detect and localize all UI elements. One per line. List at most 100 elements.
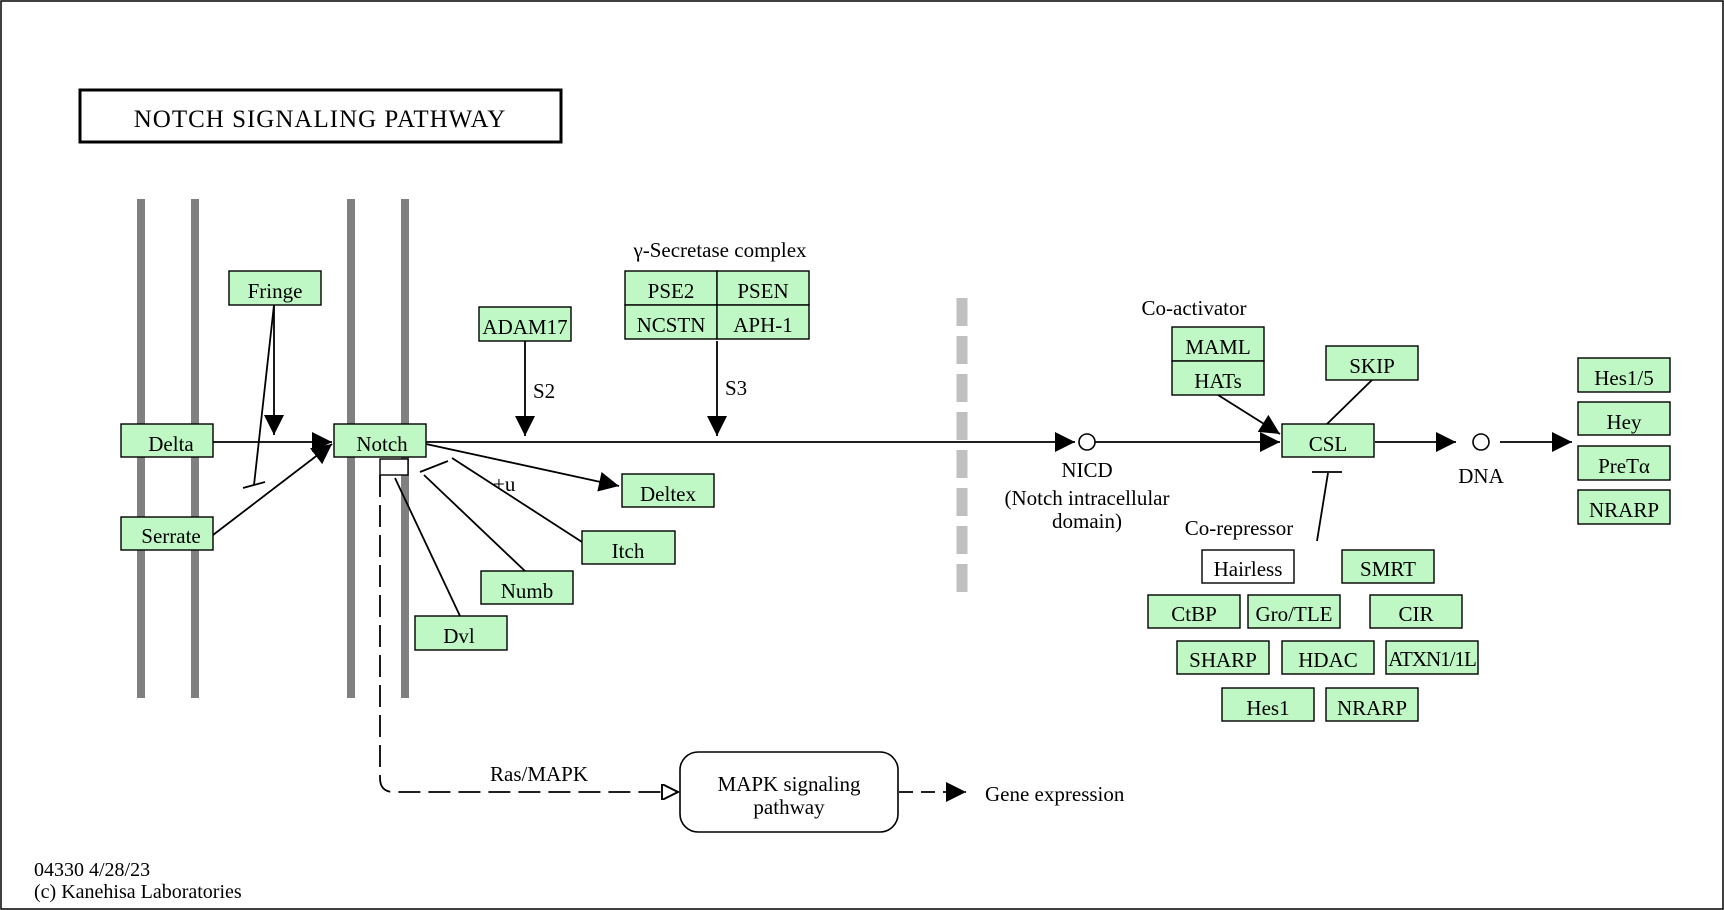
corepressor-label: Co-repressor (1185, 516, 1293, 540)
gene-label: Hes1/5 (1594, 366, 1654, 390)
gene-hes1[interactable]: Hes1 (1221, 687, 1315, 722)
edge-serrate-notch (212, 443, 333, 536)
title-box: NOTCH SIGNALING PATHWAY (78, 88, 563, 144)
gene-label: SHARP (1189, 648, 1257, 672)
gene-label: Hey (1607, 410, 1642, 434)
gene-nrarp-target[interactable]: NRARP (1577, 489, 1671, 525)
edge-skip-csl (1326, 379, 1373, 425)
gene-label: Dvl (443, 624, 475, 648)
gene-label: SKIP (1349, 354, 1395, 378)
gene-boxes: Fringe Delta Serrate Notch ADAM17 PSE2 P… (120, 270, 1671, 722)
gene-hes15[interactable]: Hes1/5 (1577, 357, 1671, 393)
gene-label: ADAM17 (482, 315, 567, 339)
gene-label: ATXN1/1L (1388, 647, 1476, 671)
gene-nrarp-repressor[interactable]: NRARP (1325, 687, 1419, 722)
s3-label: S3 (725, 376, 747, 400)
gene-label: Gro/TLE (1256, 602, 1333, 626)
gene-label: NCSTN (637, 313, 706, 337)
nicd-node[interactable] (1078, 433, 1096, 451)
gene-smrt[interactable]: SMRT (1341, 549, 1435, 584)
edge-ras-mapk (379, 475, 678, 792)
gene-hdac[interactable]: HDAC (1281, 640, 1375, 675)
gene-maml[interactable]: MAML (1171, 326, 1265, 362)
gene-label: APH-1 (733, 313, 793, 337)
gene-label: Serrate (141, 524, 200, 548)
dna-node[interactable] (1472, 433, 1490, 451)
gene-label: Fringe (248, 279, 303, 303)
gene-label: MAML (1185, 335, 1250, 359)
gene-label: CtBP (1171, 602, 1217, 626)
gene-label: Delta (148, 432, 194, 456)
gene-ctbp[interactable]: CtBP (1147, 594, 1241, 629)
gene-label: Numb (501, 579, 554, 603)
gene-label: Hairless (1214, 557, 1283, 581)
gene-ncstn[interactable]: NCSTN (624, 304, 718, 340)
gene-aph1[interactable]: APH-1 (716, 304, 810, 340)
ubiquitination-label: +u (493, 472, 516, 496)
mapk-label-line1: MAPK signaling (718, 772, 861, 796)
edge-coactivator-csl (1217, 394, 1281, 435)
gene-hats[interactable]: HATs (1171, 360, 1265, 396)
gene-delta[interactable]: Delta (120, 423, 214, 458)
gene-fringe[interactable]: Fringe (228, 270, 322, 306)
gene-itch[interactable]: Itch (581, 530, 676, 565)
footer-map-id: 04330 4/28/23 (34, 859, 150, 881)
gene-label: HATs (1194, 369, 1242, 393)
ras-mapk-label: Ras/MAPK (490, 762, 588, 786)
edge-fringe-inhibition (253, 304, 275, 486)
gene-serrate[interactable]: Serrate (120, 516, 214, 551)
gene-sharp[interactable]: SHARP (1176, 640, 1270, 675)
gene-label: NRARP (1337, 696, 1407, 720)
text-labels: γ-Secretase complex S2 S3 +u NICD (Notch… (34, 238, 1505, 903)
gene-dvl[interactable]: Dvl (414, 615, 508, 651)
gene-label: Itch (612, 539, 645, 563)
s2-label: S2 (533, 379, 555, 403)
gene-label: Deltex (640, 482, 696, 506)
gene-expression-label: Gene expression (985, 782, 1125, 806)
gene-hey[interactable]: Hey (1577, 401, 1671, 436)
gene-numb[interactable]: Numb (480, 570, 574, 605)
gene-label: PSEN (737, 279, 788, 303)
gene-pse2[interactable]: PSE2 (624, 270, 718, 306)
edge-numb-bar (419, 460, 449, 473)
gene-atxn1l[interactable]: ATXN1/1L (1385, 640, 1479, 675)
edges (212, 304, 1572, 802)
mapk-pathway-box[interactable]: MAPK signaling pathway (679, 751, 899, 833)
gene-label: CIR (1398, 602, 1433, 626)
edge-notch-deltex (425, 443, 620, 492)
gene-notch[interactable]: Notch (333, 423, 427, 458)
dna-label: DNA (1458, 464, 1504, 488)
gene-label: PSE2 (648, 279, 695, 303)
mapk-label-line2: pathway (753, 795, 825, 819)
nicd-description-line1: (Notch intracellular (1004, 486, 1169, 510)
notch-anchor-box (379, 458, 409, 476)
gene-label: HDAC (1298, 648, 1358, 672)
gene-label: SMRT (1360, 557, 1416, 581)
coactivator-label: Co-activator (1142, 296, 1247, 320)
footer-copyright: (c) Kanehisa Laboratories (34, 881, 242, 903)
gene-adam17[interactable]: ADAM17 (478, 306, 572, 342)
gene-preta[interactable]: PreTα (1577, 445, 1671, 481)
gene-label: Notch (356, 432, 408, 456)
gene-label: CSL (1309, 432, 1348, 456)
edge-dvl (394, 477, 461, 617)
edge-corepressor-csl (1316, 472, 1329, 542)
gene-skip[interactable]: SKIP (1325, 345, 1419, 381)
edge-numb (423, 474, 527, 573)
gene-label: Hes1 (1246, 696, 1289, 720)
gamma-secretase-label: γ-Secretase complex (632, 238, 807, 262)
gene-grotle[interactable]: Gro/TLE (1247, 594, 1341, 629)
page-title: NOTCH SIGNALING PATHWAY (134, 106, 507, 133)
gene-label: NRARP (1589, 498, 1659, 522)
gene-hairless[interactable]: Hairless (1201, 549, 1295, 584)
gene-deltex[interactable]: Deltex (621, 473, 715, 508)
gene-cir[interactable]: CIR (1369, 594, 1463, 629)
gene-csl[interactable]: CSL (1281, 423, 1375, 458)
nicd-label: NICD (1061, 458, 1112, 482)
gene-psen[interactable]: PSEN (716, 270, 810, 306)
edge-itch (451, 457, 583, 543)
gene-label: PreTα (1598, 454, 1650, 478)
